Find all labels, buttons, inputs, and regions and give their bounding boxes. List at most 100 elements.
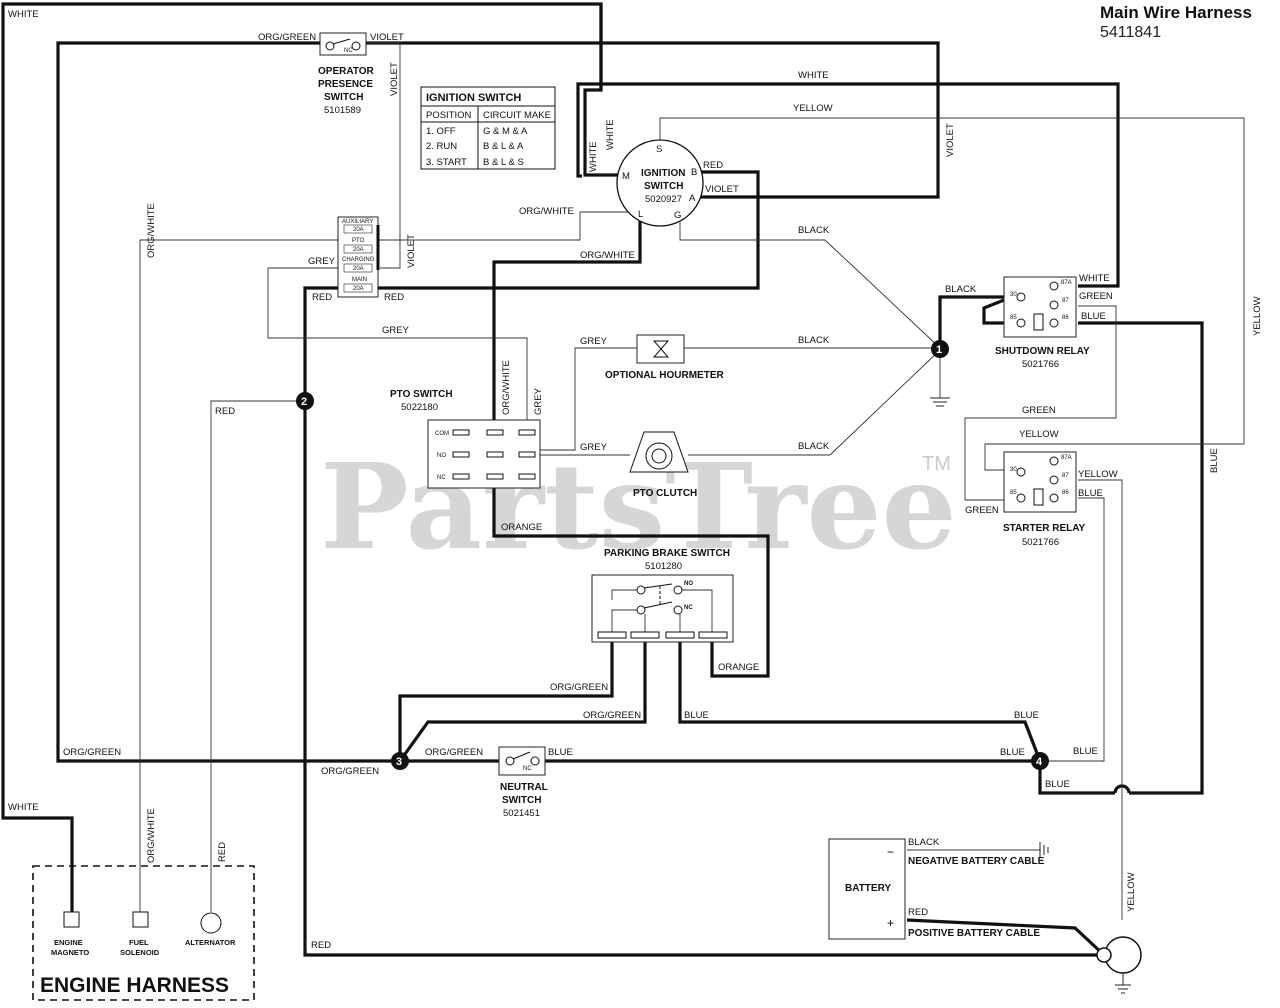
junction-2: 2 [296, 392, 314, 410]
pto-switch: COM NO NC PTO SWITCH 5022180 [390, 389, 541, 489]
svg-text:ORANGE: ORANGE [718, 662, 759, 673]
svg-text:PRESENCE: PRESENCE [318, 79, 373, 90]
svg-text:5022180: 5022180 [401, 402, 438, 413]
svg-text:SOLENOID: SOLENOID [120, 948, 160, 957]
svg-text:NC: NC [523, 766, 532, 772]
svg-text:G & M & A: G & M & A [483, 126, 528, 137]
svg-text:GREY: GREY [382, 325, 410, 336]
svg-text:VIOLET: VIOLET [370, 32, 404, 43]
svg-text:MAGNETO: MAGNETO [51, 948, 89, 957]
svg-text:BLACK: BLACK [908, 837, 940, 848]
svg-text:YELLOW: YELLOW [1078, 469, 1118, 480]
svg-text:86: 86 [1062, 490, 1069, 496]
svg-text:WHITE: WHITE [1079, 273, 1110, 284]
svg-text:BLUE: BLUE [1073, 746, 1098, 757]
svg-text:BLUE: BLUE [684, 710, 709, 721]
svg-text:VIOLET: VIOLET [945, 123, 956, 157]
svg-text:YELLOW: YELLOW [1019, 429, 1059, 440]
svg-text:RED: RED [311, 940, 331, 951]
starter-motor [1096, 936, 1142, 994]
svg-text:SWITCH: SWITCH [502, 795, 541, 806]
svg-text:5021766: 5021766 [1022, 537, 1059, 548]
svg-text:1: 1 [936, 344, 942, 356]
svg-text:NC: NC [344, 48, 353, 54]
svg-text:RED: RED [312, 292, 332, 303]
junction-3: 3 [391, 752, 409, 770]
svg-text:20A: 20A [353, 247, 364, 253]
neutral-switch: NC NEUTRAL SWITCH 5021451 [498, 746, 548, 819]
svg-text:5020927: 5020927 [645, 194, 682, 205]
svg-text:CHARGING: CHARGING [342, 257, 375, 263]
svg-text:BLUE: BLUE [1081, 311, 1106, 322]
svg-text:87: 87 [1062, 298, 1069, 304]
pto-clutch: PTO CLUTCH [629, 431, 697, 499]
svg-text:ORG/WHITE: ORG/WHITE [580, 250, 635, 261]
svg-text:RED: RED [384, 292, 404, 303]
svg-text:WHITE: WHITE [8, 802, 39, 813]
svg-text:3: 3 [396, 756, 402, 768]
svg-text:L: L [638, 209, 643, 220]
svg-text:S: S [656, 144, 662, 155]
svg-text:GREY: GREY [308, 256, 336, 267]
svg-text:BLUE: BLUE [1045, 779, 1070, 790]
svg-text:NC: NC [684, 605, 693, 611]
svg-text:ORG/WHITE: ORG/WHITE [146, 203, 157, 258]
svg-text:5101589: 5101589 [324, 105, 361, 116]
svg-text:WHITE: WHITE [798, 70, 829, 81]
ground-symbol-relay [930, 397, 950, 407]
parking-brake-switch: NO NC PARKING BRAKE SWITCH 5101280 [591, 548, 734, 643]
svg-text:FUEL: FUEL [129, 938, 149, 947]
svg-text:WHITE: WHITE [605, 119, 616, 150]
engine-harness: ENGINE MAGNETO FUEL SOLENOID ALTERNATOR … [32, 865, 255, 1001]
watermark-tm: TM [922, 453, 951, 475]
svg-text:A: A [689, 193, 696, 204]
junction-1: 1 [931, 340, 949, 358]
svg-text:COM: COM [435, 431, 449, 437]
svg-text:ORANGE: ORANGE [501, 522, 542, 533]
svg-text:G: G [674, 210, 681, 221]
svg-text:BLACK: BLACK [798, 225, 830, 236]
svg-text:GREEN: GREEN [965, 505, 999, 516]
svg-text:NO: NO [684, 581, 693, 587]
svg-text:ORG/GREEN: ORG/GREEN [550, 682, 608, 693]
svg-text:GREEN: GREEN [1079, 291, 1113, 302]
svg-text:PTO: PTO [352, 238, 365, 244]
svg-text:M: M [622, 171, 630, 182]
svg-text:WHITE: WHITE [588, 141, 599, 172]
svg-text:VIOLET: VIOLET [406, 234, 417, 268]
svg-text:20A: 20A [353, 227, 364, 233]
svg-text:85: 85 [1010, 490, 1017, 496]
svg-text:ORG/GREEN: ORG/GREEN [63, 747, 121, 758]
svg-text:IGNITION SWITCH: IGNITION SWITCH [426, 92, 521, 104]
svg-text:POSITIVE BATTERY CABLE: POSITIVE BATTERY CABLE [908, 928, 1040, 939]
svg-text:BLUE: BLUE [1000, 747, 1025, 758]
svg-text:BLUE: BLUE [1209, 448, 1220, 473]
svg-text:5021451: 5021451 [503, 808, 540, 819]
operator-presence-switch: NC OPERATOR PRESENCE SWITCH 5101589 [318, 32, 375, 116]
svg-text:NC: NC [437, 475, 446, 481]
svg-text:2. RUN: 2. RUN [426, 141, 457, 152]
svg-text:ENGINE: ENGINE [54, 938, 83, 947]
svg-text:RED: RED [703, 160, 723, 171]
svg-text:87A: 87A [1061, 455, 1072, 461]
svg-text:5021766: 5021766 [1022, 359, 1059, 370]
svg-text:85: 85 [1010, 315, 1017, 321]
diagram-part-number: 5411841 [1100, 24, 1161, 41]
svg-text:BLUE: BLUE [1078, 488, 1103, 499]
svg-text:20A: 20A [353, 286, 364, 292]
svg-text:POSITION: POSITION [426, 110, 472, 121]
svg-text:VIOLET: VIOLET [705, 184, 739, 195]
ignition-switch-table: IGNITION SWITCH POSITION CIRCUIT MAKE 1.… [420, 86, 556, 170]
svg-text:BLACK: BLACK [798, 441, 830, 452]
fuse-block: AUXILIARY 20A PTO 20A CHARGING 20A MAIN … [337, 216, 380, 298]
svg-text:+: + [887, 916, 894, 930]
svg-text:ORG/WHITE: ORG/WHITE [146, 808, 157, 863]
svg-text:BLACK: BLACK [945, 284, 977, 295]
svg-text:RED: RED [215, 406, 235, 417]
svg-text:RED: RED [217, 842, 228, 862]
svg-text:ENGINE HARNESS: ENGINE HARNESS [40, 974, 229, 997]
svg-text:GREEN: GREEN [1022, 405, 1056, 416]
svg-text:B & L & A: B & L & A [483, 141, 524, 152]
svg-text:CIRCUIT MAKE: CIRCUIT MAKE [483, 110, 551, 121]
